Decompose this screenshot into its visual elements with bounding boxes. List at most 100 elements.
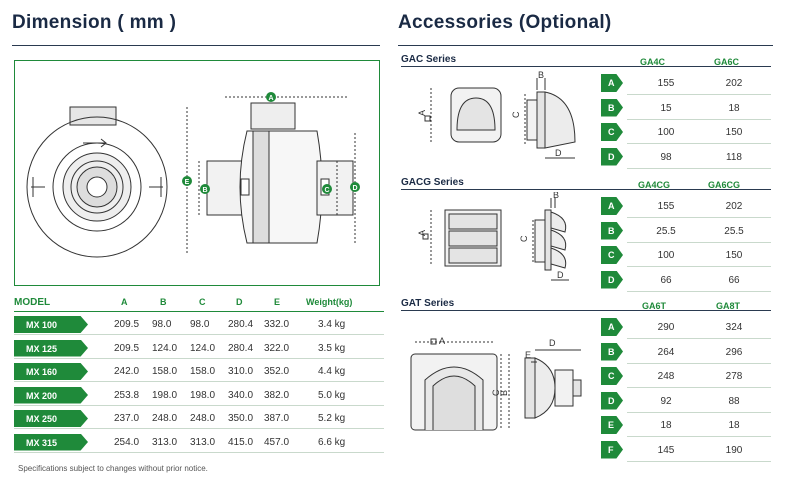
row-divider (14, 404, 384, 406)
gat-value-2: 18 (728, 420, 740, 431)
row-divider (627, 290, 771, 292)
marker-c (322, 184, 332, 194)
model-badge: MX 100 (14, 316, 88, 333)
gac-value-2: 202 (725, 78, 743, 89)
spec-cell-w: 5.0 kg (318, 389, 346, 401)
spec-cell-e: 382.0 (264, 389, 290, 401)
gat-label-c: C (491, 389, 501, 396)
gat-row-badge: C (601, 367, 623, 385)
gacg-value-2: 202 (725, 201, 743, 212)
dimension-markers (182, 92, 360, 194)
gacg-row-badge: D (601, 270, 623, 289)
gac-title: GAC Series (401, 54, 457, 65)
spec-cell-w: 4.4 kg (318, 366, 346, 377)
gac-drawing: A B C D (417, 70, 576, 159)
gat-col-1: GA6T (642, 301, 667, 311)
gacg-row-badge: A (601, 197, 623, 215)
gacg-label-c: C (519, 235, 529, 242)
gat-value-2: 190 (725, 444, 743, 456)
spec-cell-b: 198.0 (152, 389, 178, 401)
marker-a-label: A (268, 95, 273, 102)
gacg-value-2: 66 (728, 274, 740, 286)
row-divider (627, 118, 771, 120)
spec-cell-b: 158.0 (152, 366, 178, 377)
spec-table-header: MODEL A B C D E Weight(kg) (14, 297, 384, 311)
marker-d-label: D (352, 185, 357, 192)
gat-col-2: GA8T (716, 301, 741, 311)
row-divider (627, 387, 771, 388)
spec-cell-e: 387.0 (264, 413, 290, 424)
header-d: D (236, 297, 243, 307)
row-divider (627, 338, 771, 339)
spec-cell-d: 415.0 (228, 436, 254, 448)
header-e: E (274, 297, 281, 307)
spec-cell-c: 124.0 (190, 342, 216, 354)
marker-b (200, 184, 210, 194)
gacg-col-2: GA6CG (708, 180, 741, 190)
row-divider (14, 334, 384, 335)
spec-cell-c: 158.0 (190, 366, 216, 377)
footnote: Specifications subject to changes withou… (18, 464, 208, 473)
header-b: B (160, 297, 167, 307)
gat-value-2: 296 (725, 346, 743, 358)
row-divider (627, 411, 771, 413)
marker-d (350, 182, 360, 192)
model-badge: MX 200 (14, 386, 88, 404)
row-divider (627, 241, 771, 243)
model-badge: MX 125 (14, 339, 88, 357)
fan-drawing: A E B C D (26, 92, 360, 258)
gacg-value-2: 25.5 (724, 225, 744, 237)
gac-row-badge: D (601, 147, 623, 166)
spec-cell-b: 98.0 (152, 319, 172, 330)
gat-row-badge: F (601, 440, 623, 459)
spec-cell-d: 310.0 (228, 366, 254, 377)
dimension-rule (12, 45, 380, 46)
spec-cell-a: 254.0 (114, 436, 140, 448)
row-divider (627, 143, 771, 144)
gat-value-1: 145 (657, 444, 675, 456)
gac-col-2: GA6C (714, 57, 740, 67)
gac-value-2: 18 (728, 102, 740, 114)
gac-value-2: 118 (726, 151, 742, 163)
spec-cell-w: 3.5 kg (318, 342, 346, 354)
gac-value-1: 15 (660, 102, 672, 114)
spec-cell-e: 322.0 (264, 342, 290, 354)
gat-label-a: A (439, 336, 445, 346)
gat-value-2: 278 (725, 371, 743, 382)
spec-cell-a: 242.0 (114, 366, 140, 377)
gacg-col-1: GA4CG (638, 180, 671, 190)
row-divider (627, 362, 771, 364)
gat-value-1: 92 (660, 395, 672, 407)
spec-cell-d: 280.4 (228, 319, 254, 330)
gat-row-badge: E (601, 416, 623, 434)
row-divider (627, 436, 771, 437)
gacg-value-2: 150 (725, 250, 743, 261)
gat-value-1: 290 (657, 322, 675, 333)
spec-cell-c: 313.0 (190, 436, 216, 448)
gac-row-badge: C (601, 123, 623, 141)
spec-cell-c: 98.0 (190, 319, 210, 330)
gacg-value-1: 100 (657, 250, 675, 261)
row-divider (627, 94, 771, 95)
header-c: C (199, 297, 206, 307)
gac-row-badge: A (601, 74, 623, 92)
gat-rule (401, 310, 771, 311)
accessories-title: Accessories (Optional) (398, 12, 612, 33)
fan-drawing-box: A E B C D (14, 60, 380, 286)
model-badge: MX 160 (14, 363, 88, 380)
spec-cell-b: 248.0 (152, 413, 178, 424)
gac-label-b: B (538, 70, 544, 80)
marker-b-label: B (202, 187, 207, 194)
spec-cell-e: 352.0 (264, 366, 290, 377)
gacg-row-badge: B (601, 221, 623, 240)
